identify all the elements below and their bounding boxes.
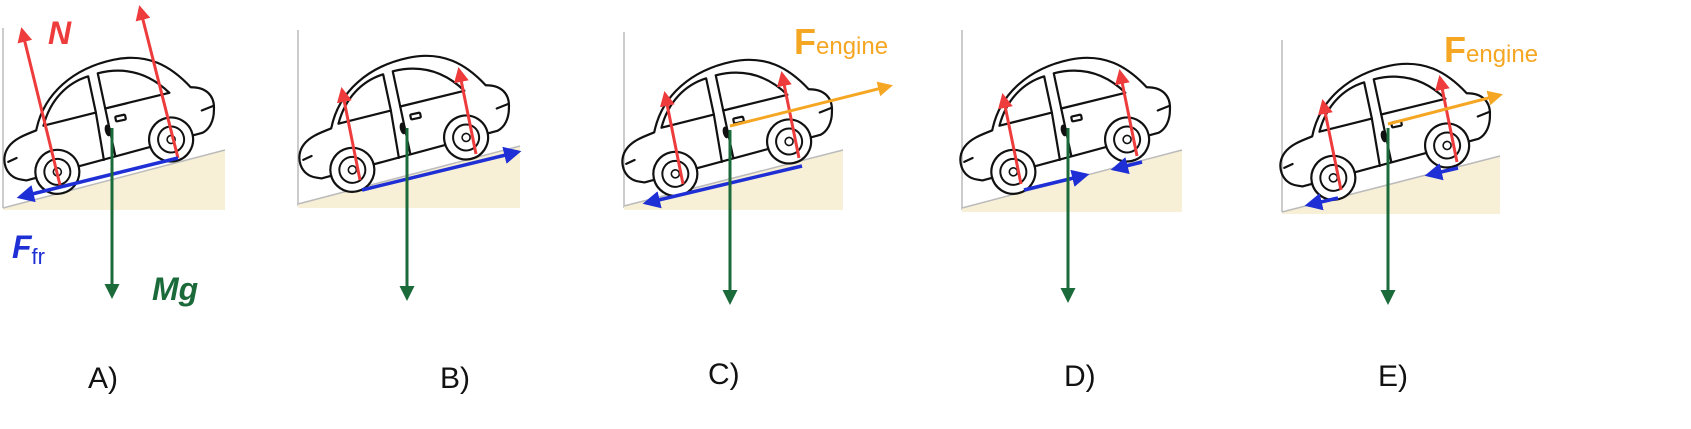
panel-a-box	[2, 28, 226, 210]
normal-force-arrow-front-d	[1115, 69, 1139, 157]
panel-d: D)	[943, 30, 1183, 393]
panel-a: N Ffr Mg A)	[0, 5, 227, 395]
label-normal-force: N	[48, 15, 72, 51]
friction-arrow-c	[642, 164, 803, 209]
friction-arrow-a	[16, 156, 179, 203]
option-label-d: D)	[1064, 360, 1096, 393]
option-label-b: B)	[440, 362, 470, 395]
panel-b: B)	[282, 30, 522, 395]
option-label-a: A)	[88, 362, 118, 395]
normal-force-arrow-rear-d	[998, 93, 1023, 185]
normal-force-arrow-front-a	[135, 5, 180, 159]
normal-force-arrow-rear-c	[659, 91, 685, 185]
normal-force-arrow-rear-b	[336, 87, 362, 181]
engine-force-label-c: Fengine	[794, 21, 888, 62]
normal-force-arrow-front-e	[1435, 75, 1459, 163]
normal-force-arrow-rear-a	[17, 27, 62, 186]
friction-arrow-b	[361, 146, 522, 192]
friction-arrow-front-e	[1424, 163, 1459, 181]
normal-force-arrow-front-b	[454, 67, 478, 155]
normal-force-arrow-rear-e	[1318, 99, 1343, 191]
label-friction-force: Ffr	[12, 229, 45, 269]
panel-c: Fengine C)	[605, 21, 893, 391]
normal-force-arrow-front-c	[777, 71, 801, 159]
option-label-e: E)	[1378, 360, 1408, 393]
friction-arrow-rear-d	[1023, 169, 1090, 192]
option-label-c: C)	[708, 358, 740, 391]
engine-force-label-e: Fengine	[1444, 29, 1538, 70]
friction-arrow-front-d	[1110, 157, 1143, 175]
panel-e: Fengine E)	[1263, 29, 1538, 393]
label-gravity-force: Mg	[152, 271, 198, 307]
friction-arrow-rear-e	[1304, 193, 1339, 211]
engine-force-arrow-c	[729, 81, 893, 128]
engine-force-arrow-e	[1387, 90, 1503, 126]
